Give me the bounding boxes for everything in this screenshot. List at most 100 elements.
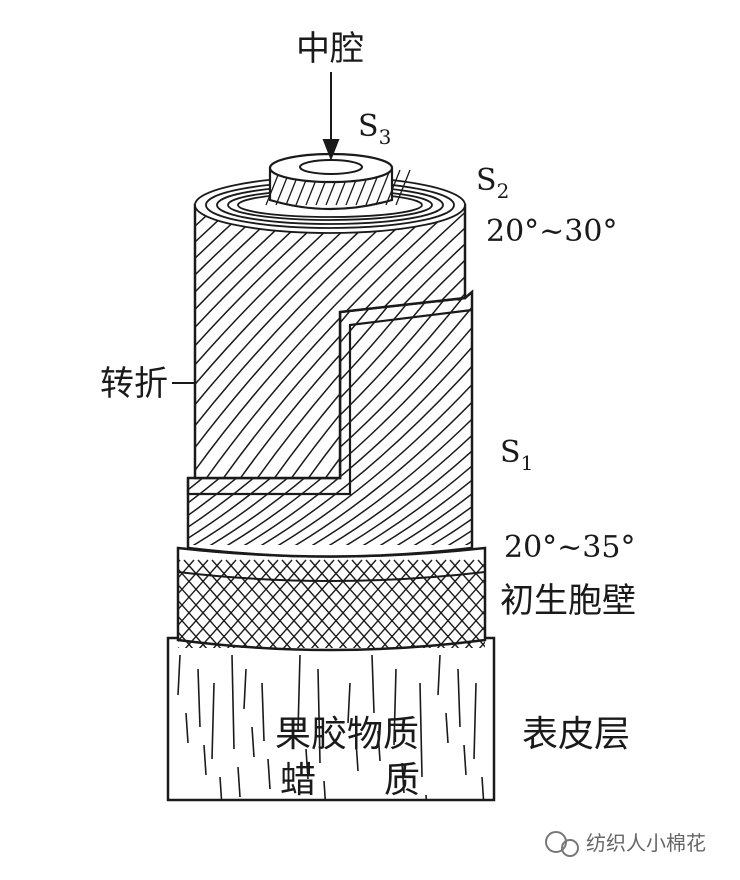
hatch-stroke	[197, 668, 201, 728]
hatch-stroke	[463, 744, 467, 776]
hatch-curve	[0, 280, 137, 555]
hatch-curve	[227, 292, 472, 545]
hatch-stroke	[203, 744, 207, 776]
hatch-curve	[431, 292, 472, 545]
hatch-stroke	[297, 654, 301, 732]
hatch-stroke	[226, 559, 307, 648]
hatch-curve	[312, 292, 472, 545]
hatch-stroke	[401, 762, 405, 794]
hatch-curve	[534, 280, 740, 555]
hatch-stroke	[323, 780, 327, 800]
hatch-stroke	[219, 776, 223, 800]
primary-wall-label: 初生胞壁	[500, 581, 636, 621]
hatch-stroke	[178, 559, 181, 564]
hatch-stroke	[251, 726, 255, 758]
s2-label: S2	[476, 163, 509, 203]
hatch-stroke	[178, 559, 237, 627]
hatch-stroke	[243, 668, 247, 710]
wax-label-right: 质	[384, 760, 420, 801]
hatch-stroke	[212, 559, 293, 648]
wax-label-left: 蜡	[280, 760, 316, 801]
hatch-curve	[414, 292, 472, 545]
hatch-stroke	[457, 668, 461, 728]
watermark: 纺织人小棉花	[545, 831, 706, 857]
hatch-stroke	[473, 682, 477, 760]
hatch-curve	[195, 205, 219, 478]
hatch-stroke	[464, 625, 485, 648]
hatch-stroke	[450, 609, 485, 648]
hatch-stroke	[419, 682, 423, 778]
hatch-curve	[483, 280, 740, 555]
hatch-stroke	[377, 730, 381, 762]
hatch-stroke	[324, 559, 405, 648]
hatch-curve	[195, 205, 304, 478]
hatch-stroke	[178, 559, 251, 643]
hatch-stroke	[375, 169, 391, 206]
hatch-stroke	[178, 630, 194, 648]
hatch-stroke	[254, 559, 335, 648]
hatch-curve	[448, 292, 472, 545]
hatch-curve	[380, 292, 472, 545]
hatch-stroke	[178, 646, 180, 648]
s1-angle-label: 20°~35°	[504, 530, 635, 565]
hatch-stroke	[355, 740, 359, 772]
hatch-curve	[261, 292, 472, 545]
hatch-curve	[0, 190, 184, 490]
hatch-curve	[193, 292, 472, 545]
hatch-curve	[0, 280, 154, 555]
hatch-stroke	[436, 593, 485, 648]
hatch-stroke	[445, 712, 449, 744]
hatch-curve	[195, 205, 287, 478]
hatch-curve	[0, 280, 120, 555]
pectin-label: 果胶物质	[275, 714, 419, 755]
hatch-stroke	[240, 559, 321, 648]
hatch-stroke	[261, 682, 265, 742]
hatch-stroke	[268, 559, 349, 648]
hatch-curve	[195, 205, 253, 478]
s2-angle-label: 20°~30°	[486, 214, 617, 249]
hatch-stroke	[198, 559, 279, 648]
hatch-stroke	[296, 559, 377, 648]
s3-label: S3	[358, 109, 391, 149]
hatch-stroke	[211, 682, 215, 760]
hatch-stroke	[347, 682, 351, 724]
hatch-curve	[517, 280, 740, 555]
hatch-curve	[0, 190, 150, 490]
hatch-stroke	[178, 559, 209, 595]
hatch-curve	[195, 205, 202, 478]
hatch-stroke	[366, 559, 447, 648]
hatch-stroke	[371, 654, 375, 714]
hatch-curve	[278, 292, 472, 545]
hatch-stroke	[310, 559, 391, 648]
hatch-stroke	[305, 748, 309, 780]
hatch-stroke	[395, 169, 411, 206]
lumen-label: 中腔	[296, 29, 364, 69]
hatch-stroke	[237, 766, 241, 798]
hatch-curve	[0, 190, 167, 490]
hatch-curve	[188, 292, 206, 545]
hatch-curve	[0, 280, 171, 555]
hatch-stroke	[437, 654, 441, 696]
hatch-curve	[500, 280, 740, 555]
hatch-curve	[295, 292, 472, 545]
hatch-stroke	[481, 776, 485, 800]
hatch-stroke	[393, 668, 397, 746]
hatch-stroke	[317, 668, 321, 764]
hatch-curve	[195, 205, 457, 478]
hatch-curve	[397, 292, 472, 545]
hatch-stroke	[177, 654, 181, 696]
hatch-curve	[363, 292, 472, 545]
lumen-arrow	[322, 72, 340, 161]
hatch-curve	[244, 292, 472, 545]
wechat-logo	[545, 831, 579, 857]
hatch-curve	[210, 292, 472, 545]
watermark-text: 纺织人小棉花	[586, 831, 706, 855]
hatch-curve	[465, 292, 472, 545]
primary-wall-band	[176, 546, 487, 652]
hatch-curve	[188, 292, 189, 545]
hatch-curve	[197, 205, 465, 478]
cuticle-layer	[166, 636, 496, 802]
hatch-curve	[329, 292, 472, 545]
hatch-stroke	[231, 654, 235, 750]
